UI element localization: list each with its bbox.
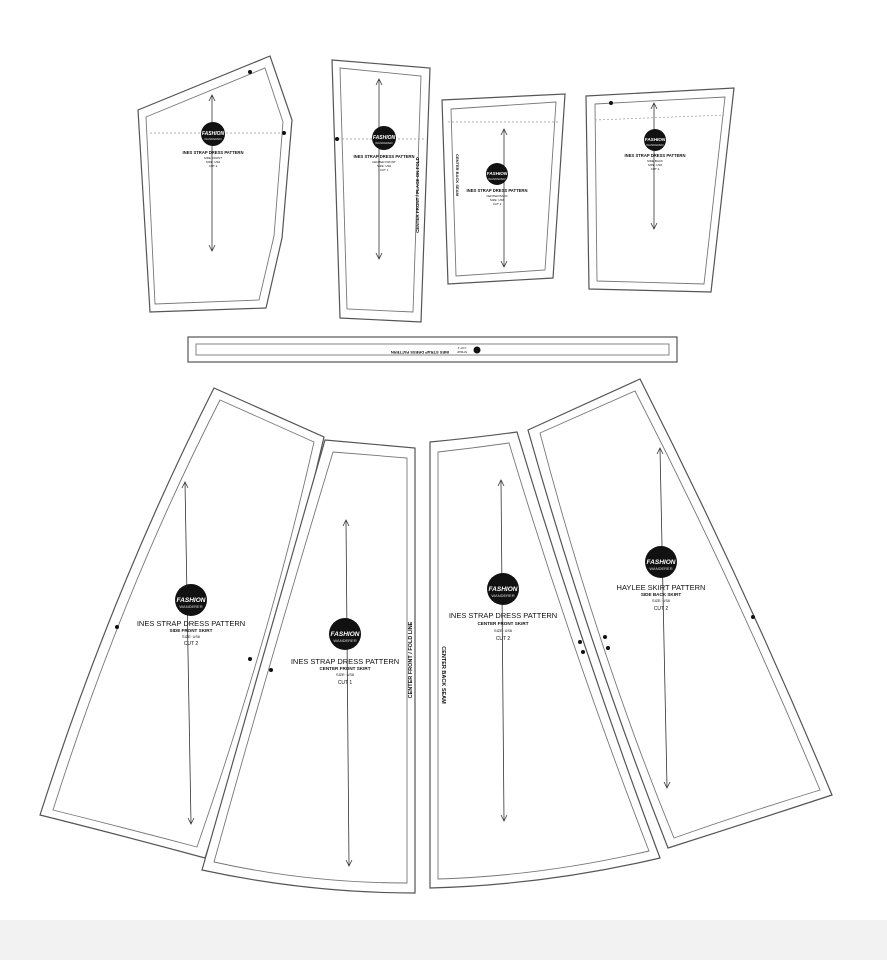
notch-mark bbox=[282, 131, 286, 135]
piece-cut: CUT 2 bbox=[457, 346, 466, 350]
piece-cut: CUT 2 bbox=[184, 641, 199, 647]
piece-subtitle: CENTER BACK bbox=[486, 194, 507, 198]
piece-cut: CUT 2 bbox=[651, 167, 660, 171]
notch-mark bbox=[609, 101, 613, 105]
brand-logo bbox=[473, 346, 481, 354]
seam-label: CENTER BACK SEAM bbox=[455, 154, 460, 196]
svg-text:FASHION: FASHION bbox=[373, 135, 396, 141]
piece-title: INES STRAP DRESS PATTERN bbox=[291, 657, 399, 666]
notch-mark bbox=[606, 646, 610, 650]
piece-title: INES STRAP DRESS PATTERN bbox=[354, 154, 415, 159]
svg-text:FASHION: FASHION bbox=[202, 131, 225, 137]
svg-text:FASHION: FASHION bbox=[487, 171, 508, 176]
notch-mark bbox=[248, 70, 252, 74]
svg-text:WANDERER: WANDERER bbox=[375, 141, 393, 145]
piece-title: INES STRAP DRESS PATTERN bbox=[625, 153, 686, 158]
piece-subtitle: CENTER FRONT SKIRT bbox=[319, 666, 370, 671]
piece-size: SIZE: US6 bbox=[494, 629, 512, 633]
notch-mark bbox=[578, 640, 582, 644]
grainline-arrow bbox=[659, 448, 668, 788]
svg-text:FASHION: FASHION bbox=[645, 137, 666, 142]
skirt-center-back-piece[interactable]: FASHION WANDERER INES STRAP DRESS PATTER… bbox=[429, 431, 661, 889]
piece-subtitle: STRAP bbox=[457, 350, 467, 354]
grainline-arrow bbox=[500, 480, 505, 821]
svg-text:WANDERER: WANDERER bbox=[204, 137, 222, 141]
piece-cut: CUT 2 bbox=[209, 164, 218, 168]
piece-subtitle: SIDE BACK bbox=[647, 159, 663, 163]
piece-cut: CUT 1 bbox=[380, 168, 389, 172]
piece-size: SIZE: US6 bbox=[490, 198, 505, 202]
brand-logo: FASHION WANDERER bbox=[372, 126, 396, 150]
brand-logo: FASHION WANDERER bbox=[486, 163, 508, 185]
piece-title: INES STRAP DRESS PATTERN bbox=[467, 188, 528, 193]
piece-size: SIZE: US6 bbox=[648, 163, 663, 167]
piece-size: SIZE: US6 bbox=[652, 599, 670, 603]
piece-subtitle: CENTER FRONT SKIRT bbox=[477, 621, 528, 626]
fold-line-label: CENTER FRONT / PLACE ON FOLD bbox=[415, 156, 420, 232]
svg-text:WANDERER: WANDERER bbox=[333, 638, 356, 643]
svg-text:WANDERER: WANDERER bbox=[491, 593, 514, 598]
piece-title: INES STRAP DRESS PATTERN bbox=[183, 150, 244, 155]
piece-title: INES STRAP DRESS PATTERN bbox=[449, 611, 557, 620]
piece-size: SIZE: US6 bbox=[336, 673, 354, 677]
notch-mark bbox=[603, 635, 607, 639]
notch-mark bbox=[581, 650, 585, 654]
skirt-side-front-piece[interactable]: FASHION WANDERER INES STRAP DRESS PATTER… bbox=[39, 387, 325, 859]
svg-text:FASHION: FASHION bbox=[647, 559, 676, 566]
piece-subtitle: SIDE FRONT bbox=[204, 156, 222, 160]
piece-size: SIZE: US6 bbox=[206, 160, 221, 164]
notch-mark bbox=[248, 657, 252, 661]
piece-title: INES STRAP DRESS PATTERN bbox=[137, 619, 245, 628]
bodice-center-front-piece[interactable]: FASHION WANDERER INES STRAP DRESS PATTER… bbox=[331, 59, 431, 323]
strap-piece[interactable]: INES STRAP DRESS PATTERN STRAP CUT 2 bbox=[187, 336, 678, 363]
notch-mark bbox=[335, 137, 339, 141]
svg-text:FASHION: FASHION bbox=[489, 586, 518, 593]
piece-subtitle: SIDE BACK SKIRT bbox=[641, 592, 682, 597]
piece-subtitle: CENTER FRONT bbox=[372, 160, 396, 164]
piece-size: SIZE: US6 bbox=[377, 164, 392, 168]
brand-logo: FASHION WANDERER bbox=[644, 129, 666, 151]
footer-bar bbox=[0, 920, 887, 960]
svg-text:WANDERER: WANDERER bbox=[488, 177, 506, 181]
notch-mark bbox=[115, 625, 119, 629]
notch-mark bbox=[269, 668, 273, 672]
notch-mark bbox=[751, 615, 755, 619]
piece-cut: CUT 2 bbox=[496, 636, 511, 642]
brand-logo: FASHION WANDERER bbox=[645, 546, 677, 578]
brand-logo: FASHION WANDERER bbox=[175, 584, 207, 616]
skirt-center-front-piece[interactable]: FASHION WANDERER INES STRAP DRESS PATTER… bbox=[201, 439, 416, 894]
grainline-arrow bbox=[184, 482, 192, 824]
piece-title: INES STRAP DRESS PATTERN bbox=[391, 350, 449, 355]
piece-cut: CUT 2 bbox=[654, 606, 669, 612]
svg-text:WANDERER: WANDERER bbox=[179, 604, 202, 609]
brand-logo: FASHION WANDERER bbox=[487, 573, 519, 605]
bodice-side-front-piece[interactable]: FASHION WANDERER INES STRAP DRESS PATTER… bbox=[137, 55, 293, 313]
piece-size: SIZE: US6 bbox=[182, 635, 200, 639]
brand-logo: FASHION WANDERER bbox=[201, 122, 225, 146]
piece-subtitle: SIDE FRONT SKIRT bbox=[170, 628, 213, 633]
bodice-center-back-piece[interactable]: FASHION WANDERER INES STRAP DRESS PATTER… bbox=[441, 93, 566, 285]
svg-text:WANDERER: WANDERER bbox=[646, 143, 664, 147]
grainline-arrow bbox=[345, 520, 350, 866]
svg-text:WANDERER: WANDERER bbox=[649, 566, 672, 571]
skirt-side-back-piece[interactable]: FASHION WANDERER HAYLEE SKIRT PATTERN SI… bbox=[527, 378, 833, 849]
svg-text:FASHION: FASHION bbox=[331, 631, 360, 638]
bodice-side-back-piece[interactable]: FASHION WANDERER INES STRAP DRESS PATTER… bbox=[585, 87, 735, 293]
piece-cut: CUT 2 bbox=[493, 202, 502, 206]
svg-text:FASHION: FASHION bbox=[177, 597, 206, 604]
fold-line-label: CENTER FRONT / FOLD LINE bbox=[408, 621, 414, 698]
seam-label: CENTER BACK SEAM bbox=[440, 646, 446, 704]
piece-cut: CUT 1 bbox=[338, 680, 353, 686]
brand-logo: FASHION WANDERER bbox=[329, 618, 361, 650]
piece-title: HAYLEE SKIRT PATTERN bbox=[617, 583, 706, 592]
